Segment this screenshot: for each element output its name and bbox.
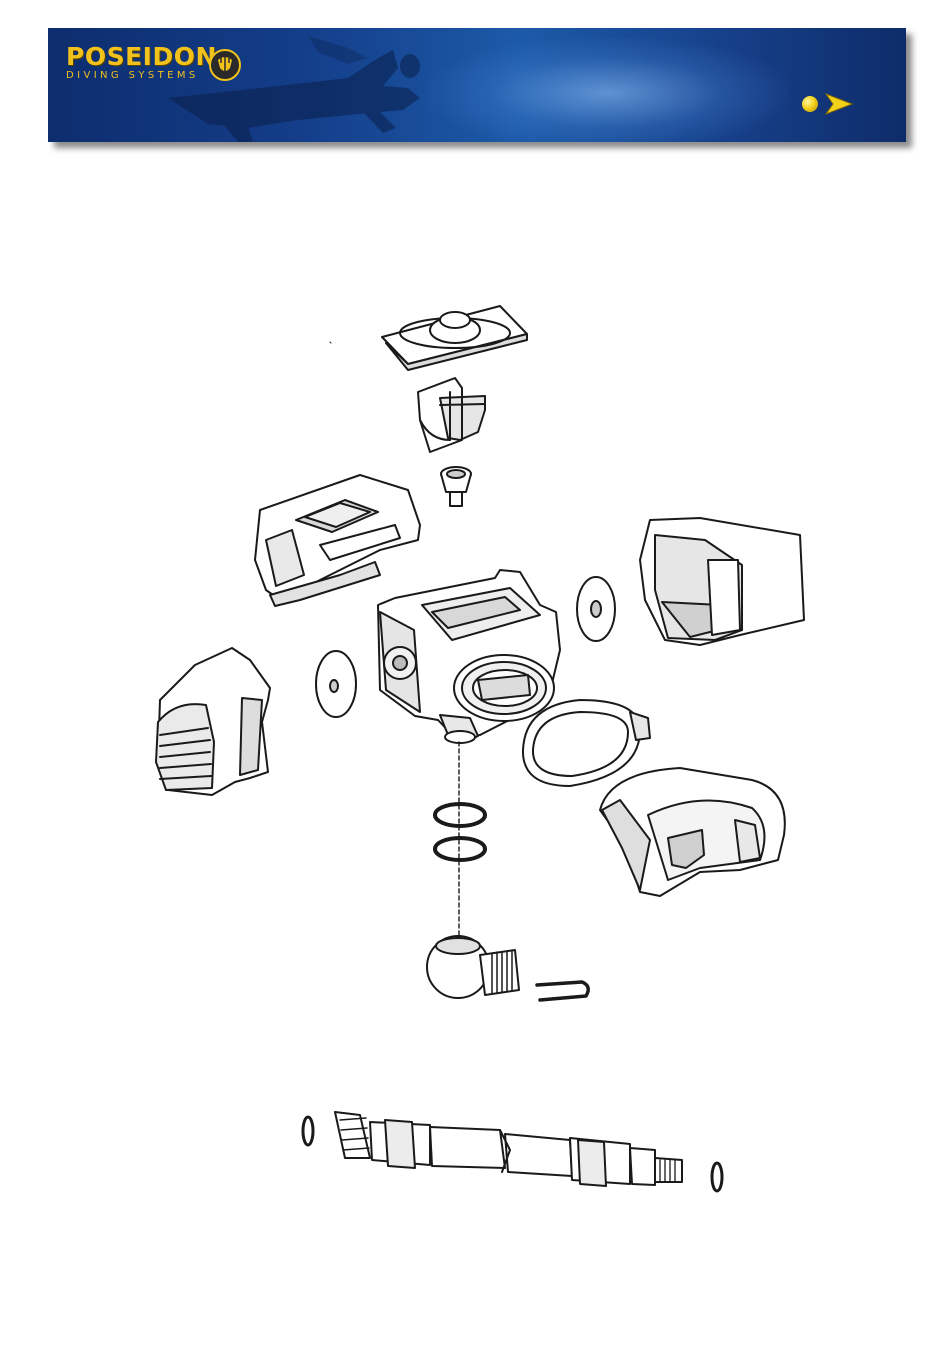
hose-o-ring-right xyxy=(712,1163,722,1191)
side-exhaust-tee xyxy=(640,518,804,645)
hose-o-ring-left xyxy=(303,1117,313,1145)
swivel-ball-inlet xyxy=(427,936,519,998)
cover-plate xyxy=(382,306,527,370)
o-ring-upper xyxy=(435,804,485,826)
o-ring-lower xyxy=(435,838,485,860)
side-diaphragm-right xyxy=(577,577,615,641)
side-diaphragm-left xyxy=(316,651,356,717)
retaining-clip xyxy=(537,982,588,1000)
mouthpiece xyxy=(600,768,785,896)
stray-mark xyxy=(330,342,331,343)
low-pressure-hose xyxy=(335,1112,682,1186)
valve-seat xyxy=(441,467,471,506)
purge-button-cover xyxy=(156,648,270,795)
mouthpiece-gasket xyxy=(523,700,650,786)
top-exhaust-cover xyxy=(255,475,420,606)
exhaust-valve-clip xyxy=(418,378,485,452)
regulator-housing xyxy=(378,570,560,743)
